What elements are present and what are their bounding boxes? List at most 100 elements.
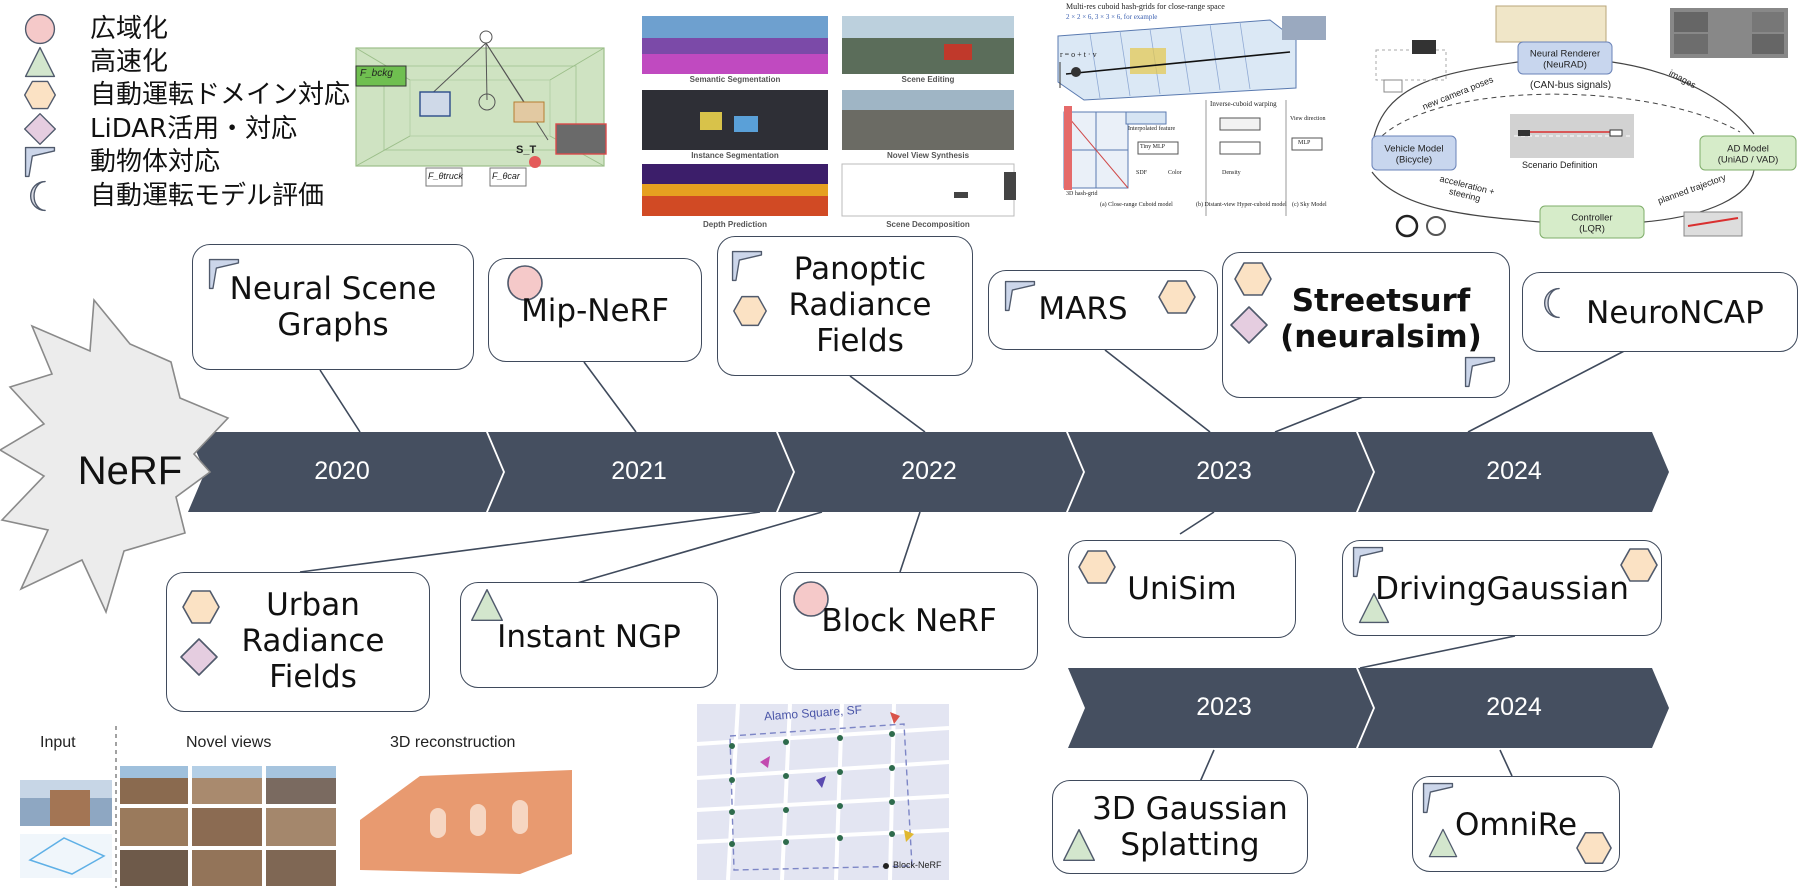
neurad-node-label: (LQR) xyxy=(1579,224,1605,235)
triangle-icon xyxy=(470,588,504,622)
legend-label: 動物体対応 xyxy=(90,147,221,177)
hexagon-icon xyxy=(1576,832,1612,864)
neurad-node-label: Vehicle Model xyxy=(1384,144,1443,155)
year-label-2022: 2022 xyxy=(901,457,957,485)
method-omnire: OmniRe xyxy=(1412,776,1620,872)
year-label-2020: 2020 xyxy=(314,457,370,485)
corner-icon xyxy=(24,146,56,178)
triangle-icon xyxy=(1358,592,1390,624)
corner-icon xyxy=(208,258,240,290)
timeline-arrow-2024 xyxy=(1358,432,1669,512)
streetsurf-view-label: View direction xyxy=(1290,116,1326,122)
neurad-node-label: (NeuRAD) xyxy=(1543,60,1587,71)
neurad-node-label: AD Model xyxy=(1727,144,1769,155)
neurad-node: Neural Renderer(NeuRAD) xyxy=(1517,41,1613,75)
method-label: Block NeRF xyxy=(821,603,997,639)
corner-icon xyxy=(731,250,763,282)
legend-item: 自動運転ドメイン対応 xyxy=(22,78,442,112)
hexagon-icon xyxy=(1620,548,1658,582)
method-label: NeuroNCAP xyxy=(1586,295,1764,331)
method-mars: MARS xyxy=(988,270,1218,350)
legend-label: 広域化 xyxy=(90,14,169,44)
scene-graph-label: F_bckg xyxy=(360,68,393,79)
panoptic-caption: Scene Editing xyxy=(901,75,955,84)
streetsurf-feature-label: Interpolated feature xyxy=(1128,126,1176,132)
method-urban-radiance-fields: Urban Radiance Fields xyxy=(166,572,430,712)
streetsurf-sdf-label: SDF xyxy=(1136,170,1148,176)
panoptic-caption: Depth Prediction xyxy=(702,220,767,229)
urban-radiance-figure xyxy=(20,726,572,888)
neurad-node: Vehicle Model(Bicycle) xyxy=(1371,135,1457,171)
hexagon-icon xyxy=(1234,262,1272,296)
neurad-can-bus-label: (CAN-bus signals) xyxy=(1530,80,1612,91)
neurad-node: AD Model(UniAD / VAD) xyxy=(1699,135,1797,171)
method-label: Panoptic Radiance Fields xyxy=(788,251,932,359)
hexagon-icon xyxy=(1158,280,1196,314)
gaussian-year-label-2023: 2023 xyxy=(1196,693,1252,721)
legend-item: LiDAR活用・対応 xyxy=(22,112,442,146)
urban-input-caption: Input xyxy=(40,734,76,751)
neurad-node-label: (UniAD / VAD) xyxy=(1718,155,1779,166)
legend-item: 広域化 xyxy=(22,12,442,46)
method-panoptic-radiance-fields: Panoptic Radiance Fields xyxy=(717,236,973,376)
method-block-nerf: Block NeRF xyxy=(780,572,1038,670)
crescent-icon xyxy=(1544,287,1560,319)
legend-label: 自動運転ドメイン対応 xyxy=(90,80,351,110)
diamond-icon xyxy=(180,638,218,676)
panoptic-caption: Scene Decomposition xyxy=(886,220,970,229)
triangle-icon xyxy=(1062,828,1096,862)
neurad-node-label: Neural Renderer xyxy=(1530,49,1600,60)
main-timeline xyxy=(188,432,1669,512)
corner-icon xyxy=(1464,356,1496,388)
streetsurf-subtitle: 2 × 2 × 6, 3 × 3 × 6, for example xyxy=(1066,13,1158,21)
streetsurf-title: Multi-res cuboid hash-grids for close-ra… xyxy=(1066,2,1225,11)
hexagon-icon xyxy=(733,295,767,327)
method-neuroncap: NeuroNCAP xyxy=(1522,272,1798,352)
legend-item: 高速化 xyxy=(22,45,442,79)
method-label: OmniRe xyxy=(1454,807,1578,843)
block-nerf-map xyxy=(696,703,950,881)
scene-graph-label: F_θtruck xyxy=(428,171,463,181)
streetsurf-figure xyxy=(1057,16,1326,216)
hexagon-icon xyxy=(182,590,220,624)
urban-reconstruction-caption: 3D reconstruction xyxy=(390,734,516,751)
neurad-node: Controller(LQR) xyxy=(1539,205,1645,239)
diamond-icon xyxy=(1230,306,1268,344)
year-label-2021: 2021 xyxy=(611,457,667,485)
timeline-arrow-2022 xyxy=(778,432,1083,512)
method-3d-gaussian-splatting: 3D Gaussian Splatting xyxy=(1052,780,1308,874)
crescent-icon xyxy=(30,180,46,212)
method-instant-ngp: Instant NGP xyxy=(460,582,718,688)
corner-icon xyxy=(1422,782,1454,814)
method-label: MARS xyxy=(1038,291,1128,327)
panoptic-caption: Novel View Synthesis xyxy=(886,151,970,160)
hexagon-icon xyxy=(1078,550,1116,584)
method-label: Instant NGP xyxy=(497,619,681,655)
year-label-2023: 2023 xyxy=(1196,457,1252,485)
timeline-arrow-2023 xyxy=(1068,432,1373,512)
gaussian-timeline xyxy=(1068,668,1669,748)
timeline-arrow-2020 xyxy=(188,432,503,512)
neurad-figure xyxy=(1371,5,1788,238)
scene-graph-figure xyxy=(355,30,607,187)
method-label: Neural Scene Graphs xyxy=(229,271,437,343)
gaussian-arrow-2024 xyxy=(1358,668,1669,748)
year-label-2024: 2024 xyxy=(1486,457,1542,485)
streetsurf-mlp-label: Tiny MLP xyxy=(1140,144,1165,150)
method-label: 3D Gaussian Splatting xyxy=(1092,791,1288,863)
method-neural-scene-graphs: Neural Scene Graphs xyxy=(192,244,474,370)
method-unisim: UniSim xyxy=(1068,540,1296,638)
gaussian-arrow-2023 xyxy=(1068,668,1373,748)
connector-lines xyxy=(299,347,1631,783)
neurad-nodes: Neural Renderer(NeuRAD) Vehicle Model(Bic… xyxy=(1371,41,1797,239)
neurad-scenario-label: Scenario Definition xyxy=(1522,160,1598,170)
streetsurf-sky-mlp-label: MLP xyxy=(1298,140,1311,146)
panoptic-caption: Semantic Segmentation xyxy=(689,75,781,84)
panoptic-figure xyxy=(642,16,1016,217)
legend-item: 動物体対応 xyxy=(22,145,442,179)
legend-label: 高速化 xyxy=(90,47,169,77)
hexagon-icon xyxy=(24,80,56,110)
circle-icon xyxy=(793,581,829,617)
method-label: Urban Radiance Fields xyxy=(241,587,385,695)
